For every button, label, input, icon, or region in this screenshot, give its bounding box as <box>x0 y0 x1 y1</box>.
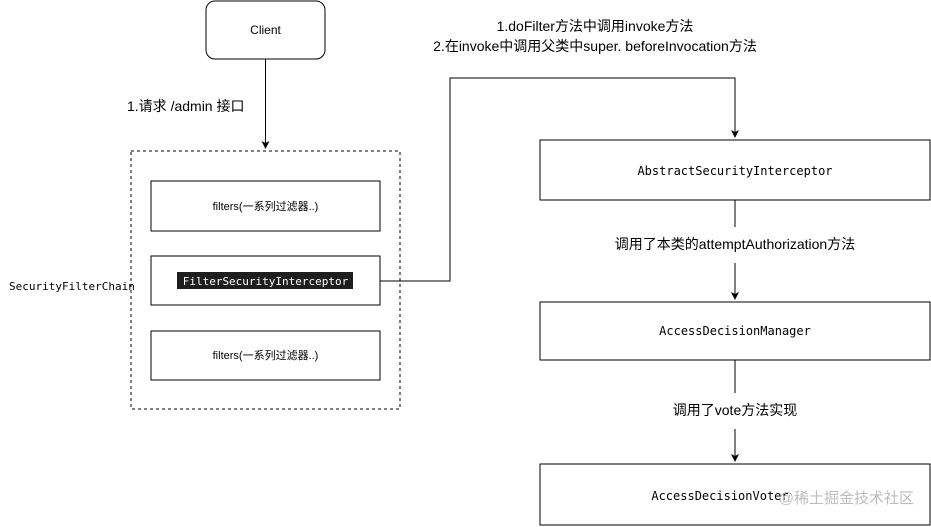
security-filter-chain: SecurityFilterChain <box>9 150 401 410</box>
filter-security-interceptor-node: FilterSecurityInterceptor <box>150 255 381 306</box>
filters-top-node: filters(一系列过滤器..) <box>150 180 381 232</box>
client-label: Client <box>250 23 281 37</box>
security-filter-chain-label: SecurityFilterChain <box>9 280 135 293</box>
code-highlight <box>177 272 353 289</box>
watermark: @稀土掘金技术社区 <box>779 490 914 507</box>
filters-bottom-label: filters(一系列过滤器..) <box>213 348 319 362</box>
access-decision-manager-label: AccessDecisionManager <box>659 324 811 338</box>
client-node: Client <box>205 0 326 60</box>
filters-top-label: filters(一系列过滤器..) <box>213 199 319 213</box>
filters-bottom-node: filters(一系列过滤器..) <box>150 330 381 381</box>
attempt-authorization-label: 调用了本类的attemptAuthorization方法 <box>615 236 855 252</box>
access-decision-voter-label: AccessDecisionVoter <box>651 489 788 503</box>
invoke-connector <box>380 77 739 282</box>
invoke-label-line1: 1.doFilter方法中调用invoke方法 <box>497 18 694 34</box>
client-request-label: 1.请求 /admin 接口 <box>127 98 244 114</box>
abstract-security-interceptor-label: AbstractSecurityInterceptor <box>637 164 832 178</box>
access-decision-manager-node: AccessDecisionManager <box>539 301 931 361</box>
invoke-label-line2: 2.在invoke中调用父类中super. beforeInvocation方法 <box>433 38 757 54</box>
vote-label: 调用了vote方法实现 <box>673 402 797 418</box>
abstract-security-interceptor-node: AbstractSecurityInterceptor <box>539 139 931 201</box>
filter-security-interceptor-label: FilterSecurityInterceptor <box>183 275 349 288</box>
access-decision-voter-node: AccessDecisionVoter <box>539 463 931 526</box>
